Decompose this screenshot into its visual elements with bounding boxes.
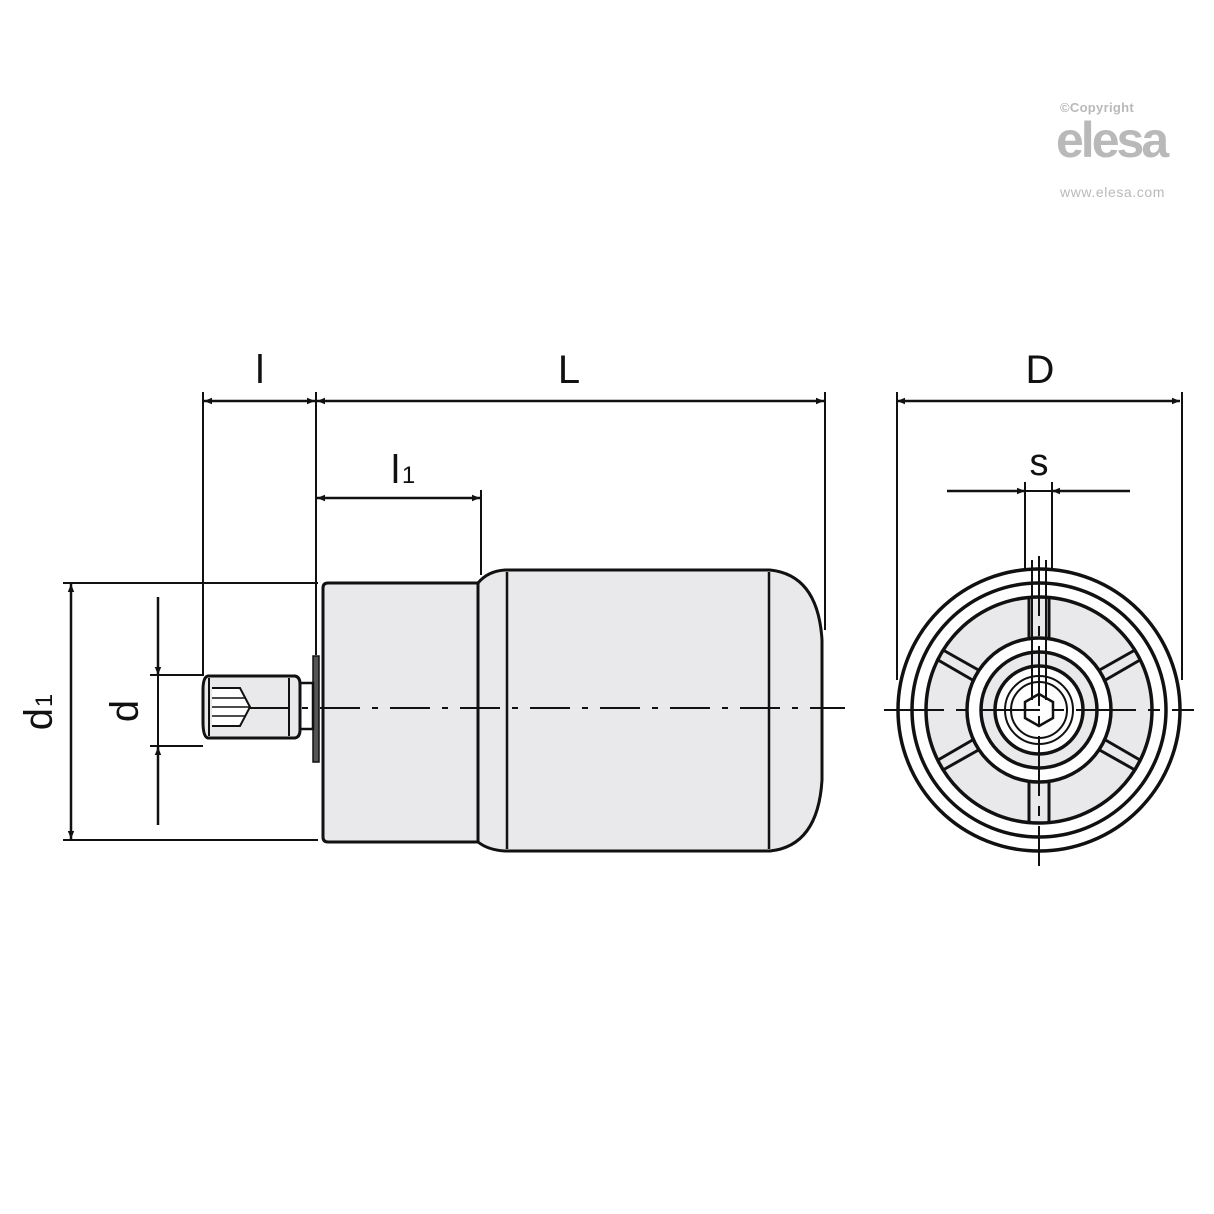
front-view [884, 392, 1194, 866]
label-l: l [256, 348, 265, 392]
dimension-lines [67, 397, 1180, 839]
side-view [201, 568, 845, 853]
label-L: L [558, 348, 580, 392]
brand-logo: elesa [1056, 112, 1169, 168]
knob-rear-section [321, 581, 480, 844]
copyright-text: ©Copyright [1060, 100, 1134, 115]
spokes [937, 598, 1141, 822]
label-d: d [103, 700, 147, 722]
label-s: s [1030, 442, 1049, 484]
brand-url: www.elesa.com [1060, 184, 1166, 200]
label-l1: l1 [391, 448, 415, 492]
knob-grip-section [476, 568, 824, 853]
label-D: D [1026, 348, 1055, 392]
label-d1: d1 [17, 694, 61, 731]
extension-lines [63, 392, 826, 841]
